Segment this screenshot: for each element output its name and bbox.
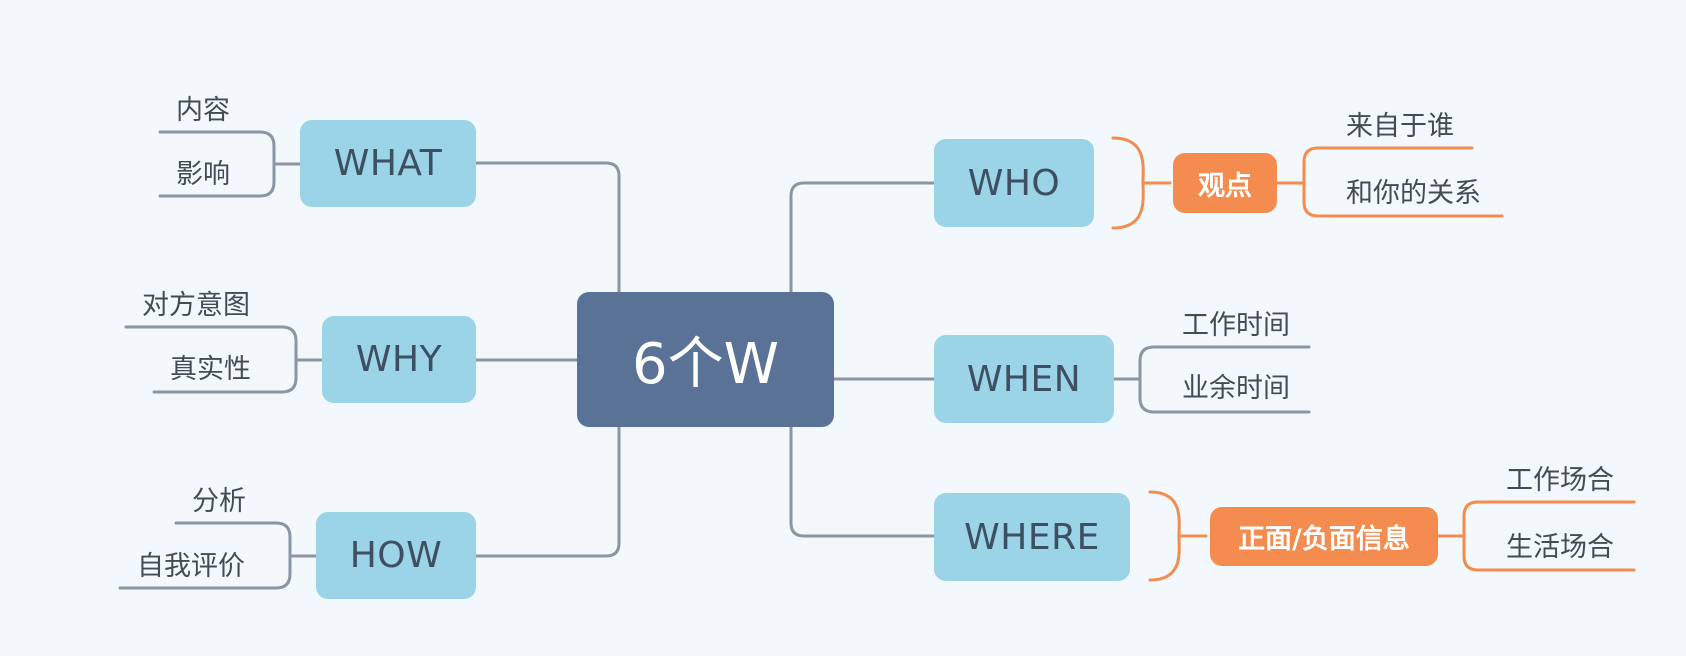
link-root-how [474,425,621,558]
tag-positive-negative[interactable]: 正面/负面信息 [1210,507,1438,566]
leaf-impact[interactable]: 影响 [176,159,230,190]
leaf-self-evaluation[interactable]: 自我评价 [137,551,245,582]
summary-bracket-where [1148,490,1208,582]
link-root-who [789,181,936,294]
link-what-leaves [158,130,304,198]
tag-viewpoint[interactable]: 观点 [1173,153,1277,213]
topic-where-label: WHERE [964,516,1100,558]
leaf-intention[interactable]: 对方意图 [142,290,250,321]
link-root-where [789,425,936,538]
link-who-leaves [1274,146,1504,218]
summary-bracket-who [1111,136,1172,230]
leaf-content[interactable]: 内容 [176,95,230,126]
leaf-from-whom[interactable]: 来自于谁 [1346,111,1454,142]
link-when-leaves [1108,345,1311,414]
tag-viewpoint-label: 观点 [1198,170,1252,202]
topic-when-label: WHEN [966,358,1082,400]
topic-why-label: WHY [355,339,443,380]
topic-who[interactable]: WHO [934,139,1094,227]
leaf-life-occasion[interactable]: 生活场合 [1506,532,1614,563]
tag-positive-negative-label: 正面/负面信息 [1238,524,1410,555]
leaf-authenticity[interactable]: 真实性 [170,354,251,385]
leaf-work-occasion[interactable]: 工作场合 [1506,465,1614,496]
link-where-leaves [1436,500,1636,572]
leaf-analysis[interactable]: 分析 [192,486,246,517]
leaf-work-time[interactable]: 工作时间 [1182,310,1290,341]
link-why-leaves [124,325,324,394]
link-how-leaves [118,521,318,590]
topic-who-label: WHO [967,162,1061,204]
topic-when[interactable]: WHEN [934,335,1114,423]
topic-how[interactable]: HOW [316,512,476,599]
leaf-relationship[interactable]: 和你的关系 [1346,178,1481,209]
topic-what-label: WHAT [333,143,443,184]
root-label: 6个W [632,332,779,397]
root-node[interactable]: 6个W [577,292,834,427]
topic-what[interactable]: WHAT [300,120,476,207]
topic-how-label: HOW [349,535,443,576]
leaf-spare-time[interactable]: 业余时间 [1182,373,1290,404]
link-root-what [474,161,621,294]
topic-where[interactable]: WHERE [934,493,1130,581]
topic-why[interactable]: WHY [322,316,476,403]
